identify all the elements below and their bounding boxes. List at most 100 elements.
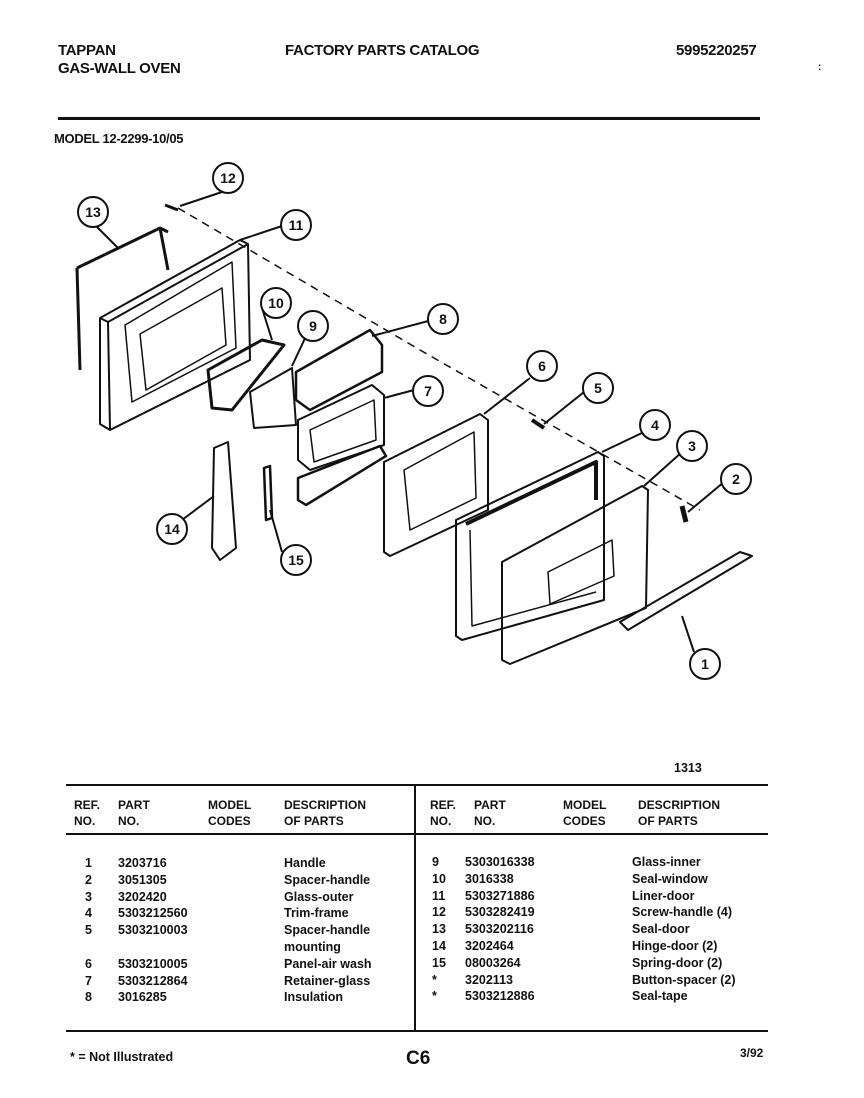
ref-no-cell: 14 — [432, 939, 446, 953]
part-no-cell: 5303282419 — [465, 905, 535, 920]
table-row: mounting — [0, 939, 864, 956]
description-cell: Handle — [284, 856, 326, 870]
callout-1: 1 — [701, 656, 709, 672]
ref-no-cell: 7 — [85, 973, 92, 988]
description-cell: Spacer-handle — [284, 872, 371, 887]
part-no-cell: 3202420 — [118, 889, 167, 904]
figure-number: 1313 — [674, 761, 702, 775]
page-number: C6 — [406, 1048, 431, 1069]
brand: TAPPAN — [58, 42, 116, 59]
description-cell: mounting — [284, 940, 341, 954]
callout-13: 13 — [85, 204, 101, 220]
callout-8: 8 — [439, 311, 447, 327]
table-column-divider — [414, 786, 416, 1030]
ref-no-cell: 2 — [85, 872, 92, 887]
ref-no-cell: 4 — [85, 906, 92, 921]
callout-5: 5 — [594, 380, 602, 396]
screw-handle-part — [164, 203, 179, 212]
callout-12: 12 — [220, 170, 236, 186]
insulation-part — [294, 328, 384, 412]
product-name: GAS-WALL OVEN — [58, 60, 181, 77]
table-row: 8 3016285 Insulation — [0, 989, 864, 1006]
callout-11: 11 — [289, 217, 304, 233]
table-top-rule — [66, 784, 768, 786]
model-label: MODEL 12-2299-10/05 — [54, 131, 184, 146]
retainer-glass-part — [297, 384, 385, 471]
spacer-handle-part — [679, 505, 689, 523]
ref-no-cell: 5 — [85, 923, 92, 938]
part-no-cell: 5303016338 — [465, 855, 535, 869]
callout-15: 15 — [288, 552, 304, 568]
handle-part — [619, 551, 753, 631]
callout-10: 10 — [268, 295, 284, 311]
spacer-handle-mounting-part — [530, 418, 546, 430]
table-bottom-rule — [66, 1030, 768, 1032]
part-no-cell: 5303212560 — [118, 906, 188, 921]
table-row: 4 5303212560 Trim-frame — [0, 905, 864, 922]
ref-no-cell: 9 — [432, 855, 439, 869]
callout-14: 14 — [164, 521, 180, 537]
ref-no-cell: 8 — [85, 990, 92, 1005]
scan-mark: : — [818, 62, 822, 73]
part-no-cell: 3016285 — [118, 990, 167, 1005]
callout-6: 6 — [538, 358, 546, 374]
part-no-cell: 5303210005 — [118, 956, 188, 971]
ref-no-cell: 6 — [85, 956, 92, 971]
description-cell: Glass-outer — [284, 889, 354, 904]
description-cell: Spring-door (2) — [632, 955, 723, 970]
table-row: 3 3202420 Glass-outer — [0, 889, 864, 906]
description-cell: Button-spacer (2) — [632, 972, 736, 987]
liner-door-part — [99, 239, 251, 431]
ref-no-cell: 12 — [432, 905, 446, 920]
seal-door-part — [75, 226, 170, 371]
assembly-axis-line — [177, 207, 701, 511]
part-no-cell: 3203716 — [118, 856, 167, 870]
description-cell: Panel-air wash — [284, 956, 372, 971]
ref-no-cell: 3 — [85, 889, 92, 904]
ref-no-cell: 13 — [432, 922, 446, 937]
catalog-title: FACTORY PARTS CATALOG — [285, 42, 480, 59]
hinge-door-part — [211, 441, 237, 561]
ref-no-cell: 10 — [432, 871, 446, 886]
part-no-cell: 08003264 — [465, 955, 521, 970]
part-no-cell: 3202113 — [465, 972, 513, 987]
part-no-cell: 3016338 — [465, 871, 514, 886]
ref-no-cell: 15 — [432, 955, 446, 970]
callouts — [77, 162, 752, 680]
table-row: 12 5303282419 Screw-handle (4) — [0, 904, 864, 921]
glass-inner-part — [249, 367, 297, 429]
table-row: 15 08003264 Spring-door (2) — [0, 955, 864, 972]
table-row: 6 5303210005 Panel-air wash — [0, 956, 864, 973]
ref-no-header-left: REF.NO. — [74, 798, 101, 828]
description-cell: Seal-window — [632, 871, 708, 886]
seal-window-part — [206, 338, 286, 412]
description-cell: Trim-frame — [284, 906, 349, 921]
callout-9: 9 — [309, 318, 317, 334]
catalog-number: 5995220257 — [676, 42, 757, 59]
revision-date: 3/92 — [740, 1046, 764, 1060]
description-cell: Seal-door — [632, 922, 690, 937]
part-no-cell: 5303212864 — [118, 973, 188, 988]
part-no-cell: 5303212886 — [465, 989, 535, 1004]
glass-outer-part — [501, 485, 649, 665]
ref-no-cell: * — [432, 972, 437, 987]
description-cell: Screw-handle (4) — [632, 905, 733, 920]
part-no-cell: 5303210003 — [118, 923, 188, 938]
table-header-rule — [66, 833, 768, 835]
description-cell: Insulation — [284, 990, 344, 1005]
panel-air-wash-part — [383, 413, 489, 557]
description-cell: Seal-tape — [632, 989, 688, 1004]
callout-2: 2 — [732, 471, 740, 487]
